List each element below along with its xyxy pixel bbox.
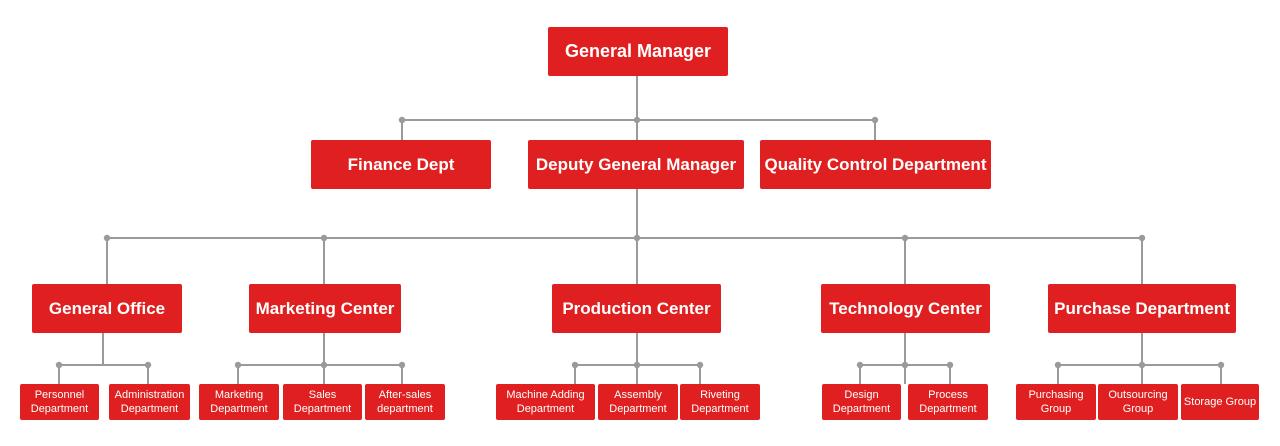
connector-dot	[633, 361, 641, 369]
connector-dot	[571, 361, 579, 369]
node-label: After-sales department	[377, 389, 433, 415]
node-label: Design Department	[832, 389, 891, 415]
connector-dot	[696, 361, 704, 369]
node-administration-department[interactable]: Administration Department	[109, 384, 190, 420]
node-sales-department[interactable]: Sales Department	[283, 384, 362, 420]
node-label: Administration Department	[114, 389, 185, 415]
node-general-manager[interactable]: General Manager	[548, 27, 728, 76]
connector-dot	[144, 361, 152, 369]
node-label: Marketing Department	[210, 389, 268, 415]
node-label: Finance Dept	[347, 154, 455, 174]
node-label: Assembly Department	[609, 389, 667, 415]
node-after-sales-department[interactable]: After-sales department	[365, 384, 445, 420]
node-design-department[interactable]: Design Department	[822, 384, 901, 420]
node-label: Quality Control Department	[764, 154, 987, 174]
connector-dot	[103, 234, 111, 242]
node-label: Personnel Department	[30, 389, 89, 415]
node-label: Storage Group	[1183, 396, 1257, 408]
node-machine-adding-department[interactable]: Machine Adding Department	[496, 384, 595, 420]
connector-dot	[234, 361, 242, 369]
connector-dot	[320, 361, 328, 369]
connector-dot	[901, 361, 909, 369]
node-purchasing-group[interactable]: Purchasing Group	[1016, 384, 1096, 420]
connector-dot	[633, 234, 641, 242]
node-label: Production Center	[562, 298, 711, 318]
node-label: Machine Adding Department	[506, 389, 585, 415]
node-storage-group[interactable]: Storage Group	[1181, 384, 1259, 420]
node-production-center[interactable]: Production Center	[552, 284, 721, 333]
connector-dot	[901, 234, 909, 242]
node-label: Deputy General Manager	[535, 154, 737, 174]
node-process-department[interactable]: Process Department	[908, 384, 988, 420]
node-label: Purchasing Group	[1028, 389, 1084, 415]
node-label: Sales Department	[293, 389, 352, 415]
node-personnel-department[interactable]: Personnel Department	[20, 384, 99, 420]
connector-dot	[856, 361, 864, 369]
connector-dot	[320, 234, 328, 242]
node-assembly-department[interactable]: Assembly Department	[598, 384, 678, 420]
connector-dot	[1138, 234, 1146, 242]
node-label: Purchase Department	[1054, 298, 1230, 318]
connector-dot	[398, 361, 406, 369]
node-quality-control-department[interactable]: Quality Control Department	[760, 140, 991, 189]
node-riveting-department[interactable]: Riveting Department	[680, 384, 760, 420]
node-marketing-center[interactable]: Marketing Center	[249, 284, 401, 333]
node-purchase-department[interactable]: Purchase Department	[1048, 284, 1236, 333]
connector-dot	[871, 116, 879, 124]
node-deputy-general-manager[interactable]: Deputy General Manager	[528, 140, 744, 189]
connector-dot	[1217, 361, 1225, 369]
node-label: Marketing Center	[255, 298, 395, 318]
node-marketing-department[interactable]: Marketing Department	[199, 384, 279, 420]
connector-dot	[1138, 361, 1146, 369]
node-general-office[interactable]: General Office	[32, 284, 182, 333]
connector-dot	[1054, 361, 1062, 369]
node-label: Outsourcing Group	[1108, 389, 1168, 415]
node-outsourcing-group[interactable]: Outsourcing Group	[1098, 384, 1178, 420]
node-label: Riveting Department	[691, 389, 749, 415]
node-technology-center[interactable]: Technology Center	[821, 284, 990, 333]
node-label: Process Department	[919, 389, 977, 415]
node-label: Technology Center	[829, 298, 982, 318]
connector-dot	[633, 116, 641, 124]
connector-dot	[946, 361, 954, 369]
connector-dot	[398, 116, 406, 124]
connector-dot	[55, 361, 63, 369]
node-label: General Office	[48, 298, 166, 318]
node-finance-dept[interactable]: Finance Dept	[311, 140, 491, 189]
node-label: General Manager	[564, 41, 712, 61]
